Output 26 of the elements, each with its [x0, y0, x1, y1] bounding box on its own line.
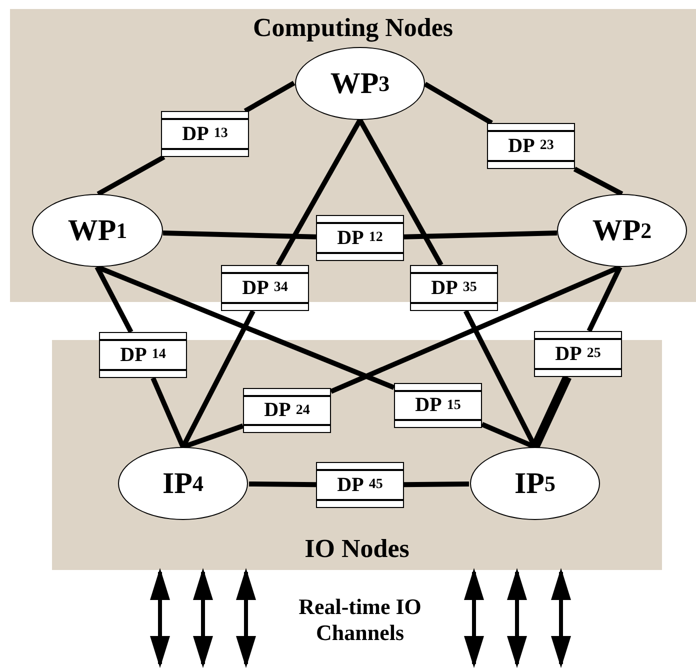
connector-line	[96, 264, 395, 390]
connector-line	[94, 266, 134, 334]
connector-line	[404, 482, 470, 488]
connector-line	[530, 375, 572, 449]
region-band	[10, 9, 696, 302]
connector-line	[162, 230, 316, 240]
connector-line	[244, 80, 296, 114]
double-headed-arrow	[464, 568, 484, 668]
region-band	[52, 340, 662, 570]
connector-line	[150, 377, 186, 448]
double-headed-arrow	[150, 568, 170, 668]
connector-line	[276, 118, 362, 266]
double-headed-arrow	[236, 568, 256, 668]
connector-line	[586, 266, 622, 332]
connector-line	[96, 154, 166, 196]
connector-line	[404, 230, 558, 240]
double-headed-arrow	[193, 568, 213, 668]
connector-line	[248, 482, 316, 488]
region-heading: IO Nodes	[304, 534, 410, 563]
channel-label: Real-time IO Channels	[298, 594, 422, 646]
connector-line	[573, 166, 624, 196]
connector-line	[424, 82, 493, 126]
connector-line	[358, 118, 444, 266]
double-headed-arrow	[507, 568, 527, 668]
double-headed-arrow	[551, 568, 571, 668]
region-heading: Computing Nodes	[252, 13, 454, 42]
